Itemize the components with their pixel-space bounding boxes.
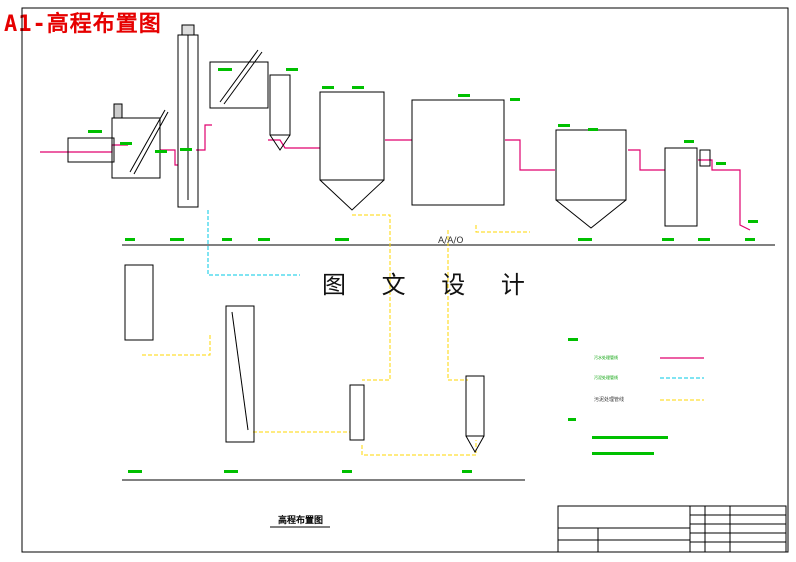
drawing-sheet-title: A1-高程布置图 bbox=[4, 12, 162, 37]
legend: 污水处理管线 污泥处理管线 污泥处理管线 bbox=[568, 338, 704, 455]
sheet-border bbox=[21, 7, 789, 553]
inlet-pipe bbox=[67, 137, 115, 163]
process-label: A/A/O bbox=[438, 236, 463, 246]
legend-label-yellow: 污泥处理管线 bbox=[594, 396, 624, 403]
elevation-annotations bbox=[88, 68, 758, 473]
watermark-text: 图 文 设 计 bbox=[322, 271, 539, 299]
drawing-title: 高程布置图 bbox=[278, 516, 324, 526]
sludge-treatment-line bbox=[140, 214, 530, 456]
fine-screen bbox=[209, 61, 269, 109]
grit-chamber bbox=[269, 74, 291, 136]
aerobic-tank bbox=[411, 99, 505, 206]
legend-label-cyan: 污泥处理管线 bbox=[594, 374, 618, 380]
sludge-digester bbox=[349, 384, 365, 441]
title-block bbox=[557, 505, 787, 553]
legend-label-red: 污水处理管线 bbox=[594, 354, 618, 360]
filter-tank bbox=[664, 147, 698, 227]
structures-lower bbox=[124, 264, 485, 454]
dewatering-house bbox=[465, 375, 485, 437]
sludge-thickener bbox=[225, 305, 255, 443]
sludge-return-line bbox=[207, 210, 300, 276]
secondary-clarifier bbox=[555, 129, 627, 201]
anaerobic-tank bbox=[319, 91, 385, 181]
sludge-pump-well bbox=[124, 264, 154, 341]
structures-upper bbox=[67, 24, 711, 229]
coarse-screen bbox=[111, 117, 161, 179]
